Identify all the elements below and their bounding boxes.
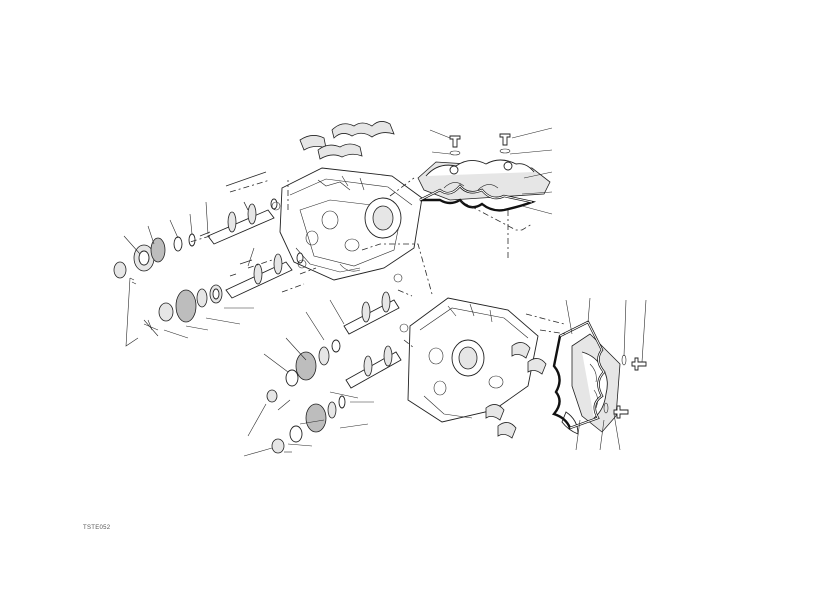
pulley-assembly-rear-upper [113, 233, 196, 285]
camshaft-caps-front [485, 342, 547, 439]
camshaft-front-upper [343, 273, 403, 335]
camshaft-front-lower [345, 323, 409, 389]
seals-rear [271, 201, 307, 269]
camshaft-caps-rear [299, 121, 395, 160]
pulley-assembly-front-lower [271, 395, 346, 454]
valve-cover-front [561, 333, 621, 435]
camshaft-rear-upper [199, 171, 278, 245]
drawing-code-label: TSTE052 [83, 525, 111, 531]
cylinder-head-front [407, 297, 539, 423]
cover-bolts-rear [449, 133, 511, 156]
pulley-assembly-front-upper [266, 339, 341, 403]
valve-cover-rear [417, 159, 551, 201]
cover-bolts-front [603, 354, 647, 419]
valve-cover-gasket-front [551, 320, 606, 430]
camshaft-rear-lower [225, 252, 304, 299]
cylinder-head-rear [279, 167, 423, 281]
pulley-assembly-rear-lower [143, 284, 223, 331]
leader-lines [123, 127, 647, 457]
alignment-lines [189, 177, 567, 349]
valve-cover-gasket-rear [419, 184, 537, 212]
